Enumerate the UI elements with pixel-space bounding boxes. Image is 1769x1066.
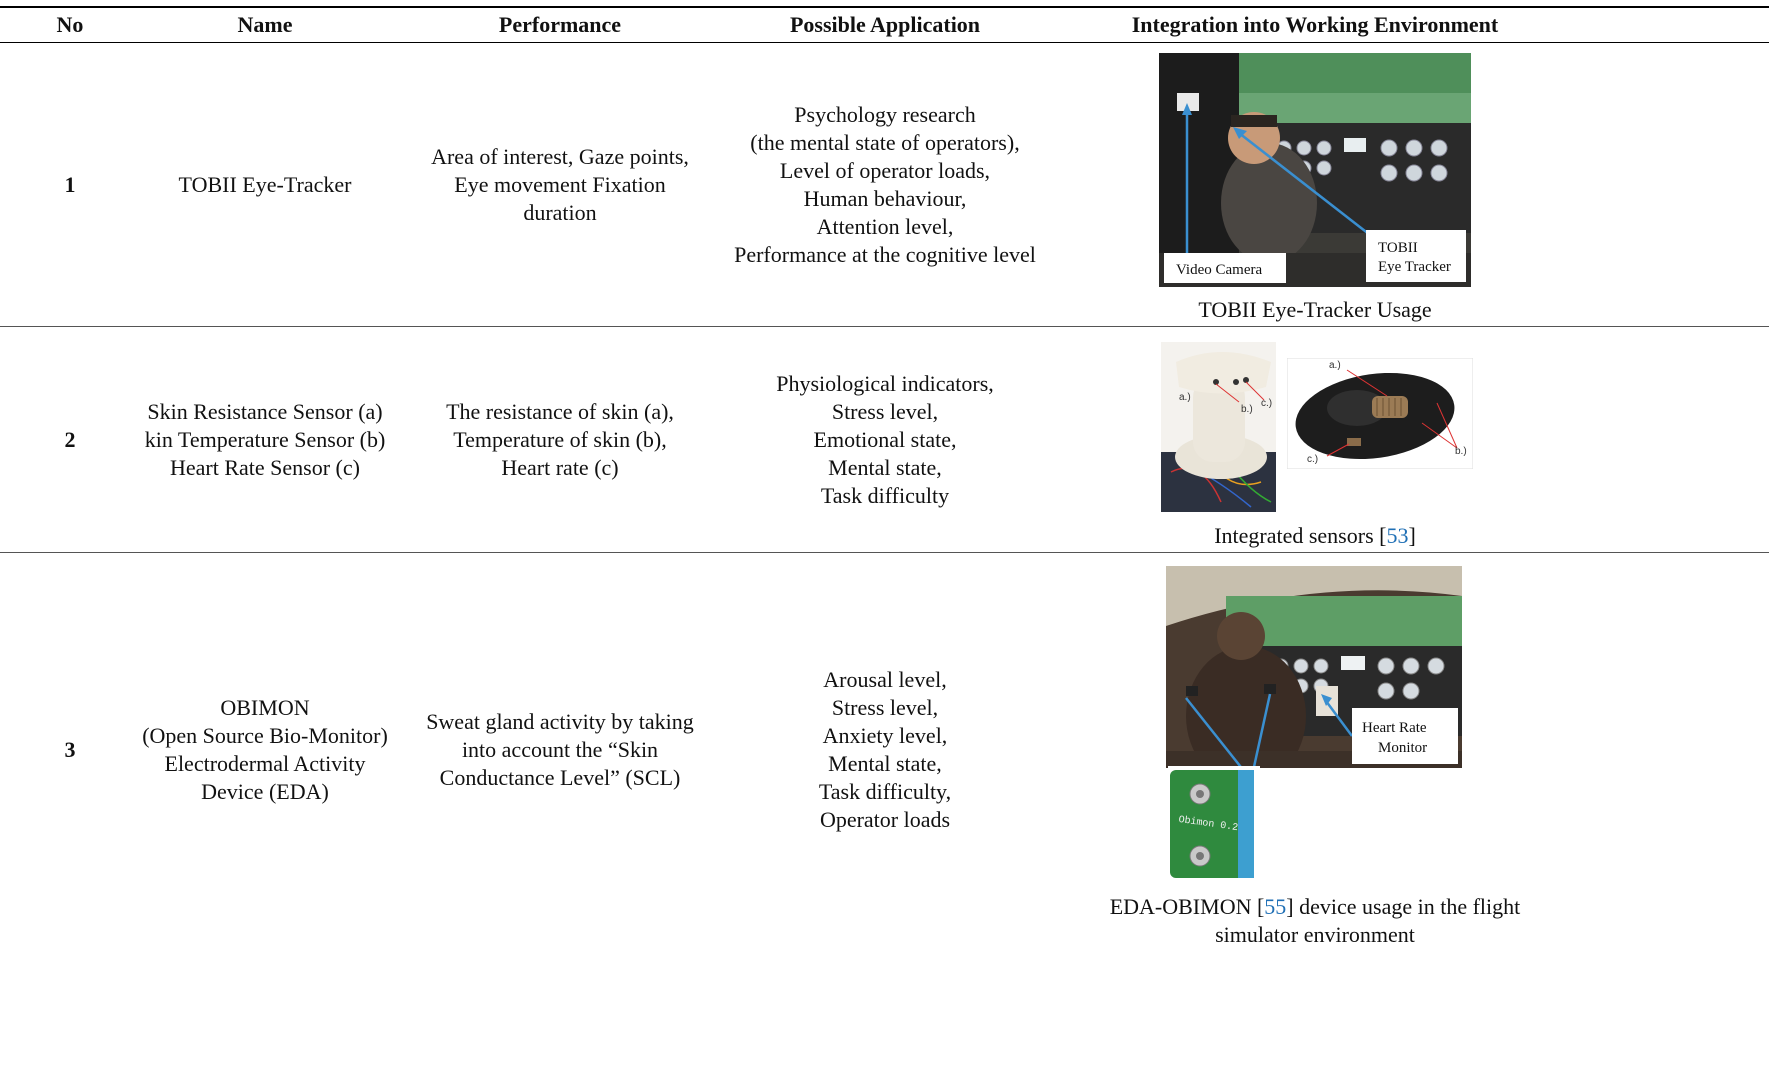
row3-no: 3 — [64, 737, 76, 762]
ref-55-link[interactable]: 55 — [1264, 894, 1287, 919]
row2-caption: Integrated sensors [53] — [1214, 523, 1416, 548]
row3-caption: EDA-OBIMON [55] device usage in the flig… — [1109, 894, 1521, 947]
sensor-mouse-photo: a.) b.) c.) — [1287, 358, 1473, 469]
header-name: Name — [237, 12, 293, 37]
header-performance: Performance — [498, 12, 622, 37]
mouse-label-c: c.) — [1307, 454, 1318, 465]
row1-caption: TOBII Eye-Tracker Usage — [1198, 297, 1432, 322]
label-heart-rate: Heart Rate — [1362, 720, 1427, 736]
row1-application: Psychology research(the mental state of … — [734, 102, 1036, 267]
tobii-cockpit-photo: Video Camera TOBII Eye Tracker — [1159, 53, 1471, 287]
row2-application: Physiological indicators,Stress level,Em… — [776, 371, 994, 508]
mouse-label-a: a.) — [1329, 360, 1341, 371]
mouse-label-b: b.) — [1455, 446, 1467, 457]
sensor-joystick-photo: a.) b.) c.) — [1161, 342, 1276, 512]
header-no: No — [56, 12, 84, 37]
obimon-cockpit-photo: Heart Rate Monitor — [1166, 566, 1462, 768]
joystick-label-a: a.) — [1179, 392, 1191, 403]
header-application: Possible Application — [789, 12, 981, 37]
joystick-label-c: c.) — [1261, 398, 1272, 409]
label-eye-tracker: Eye Tracker — [1378, 259, 1451, 275]
row2-performance: The resistance of skin (a),Temperature o… — [446, 399, 674, 480]
row2-name: Skin Resistance Sensor (a)kin Temperatur… — [144, 399, 386, 480]
obimon-device-photo: Obimon 0.2 — [1168, 766, 1260, 881]
row1-no: 1 — [64, 172, 76, 197]
header-rule — [0, 42, 1769, 43]
label-tobii: TOBII — [1378, 240, 1418, 256]
label-video-camera: Video Camera — [1176, 262, 1262, 278]
header-integration: Integration into Working Environment — [1131, 12, 1499, 37]
ref-53-link[interactable]: 53 — [1386, 523, 1409, 548]
table-top-rule — [0, 6, 1769, 8]
row3-application: Arousal level,Stress level,Anxiety level… — [818, 667, 952, 832]
row1-performance: Area of interest, Gaze points,Eye moveme… — [431, 144, 689, 225]
label-monitor: Monitor — [1378, 740, 1427, 756]
row2-no: 2 — [64, 427, 76, 452]
row3-name: OBIMON(Open Source Bio-Monitor)Electrode… — [142, 695, 388, 804]
row-divider-2 — [0, 552, 1769, 553]
row-divider-1 — [0, 326, 1769, 327]
row1-name: TOBII Eye-Tracker — [178, 172, 352, 197]
joystick-label-b: b.) — [1241, 404, 1253, 415]
